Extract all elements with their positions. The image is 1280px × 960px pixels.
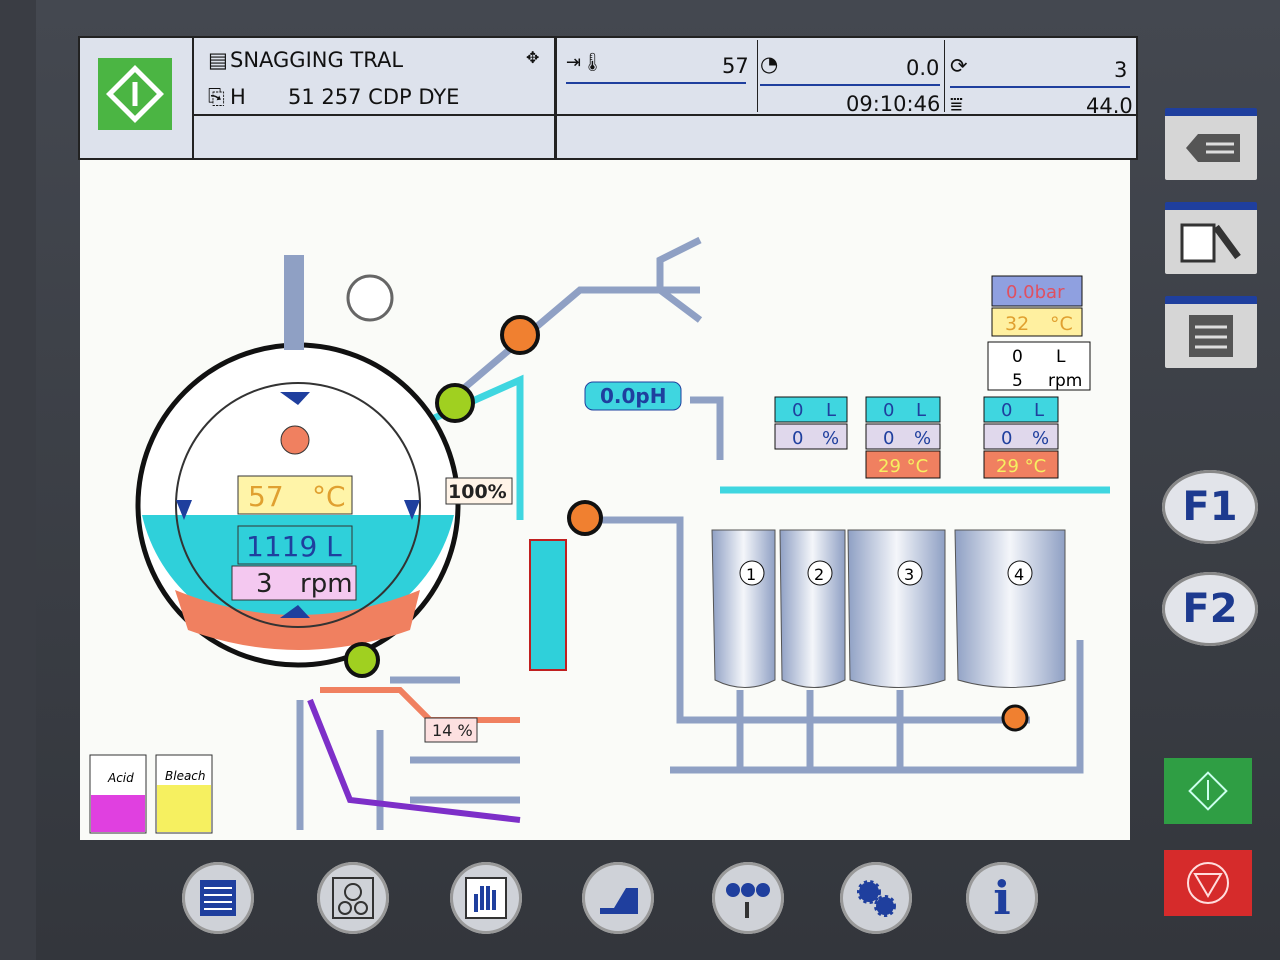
vessel-volume: 1119 L [246, 530, 342, 563]
thermometer-icon: ⇥🌡 [566, 52, 604, 73]
svg-text:4: 4 [1014, 565, 1024, 584]
pressure-gauge-icon [346, 274, 394, 322]
batch-icon: ⎘ [208, 85, 225, 109]
menu-button[interactable] [182, 862, 254, 934]
machine-icon [332, 877, 374, 919]
f1-button[interactable]: F1 [1162, 470, 1258, 544]
right-temp-unit: °C [1050, 313, 1073, 335]
tag-button[interactable] [1165, 108, 1257, 180]
level-value: 44.0 [1086, 94, 1133, 118]
tank-3-info: 0 L 0% 29 °C [865, 396, 941, 479]
f2-button[interactable]: F2 [1162, 572, 1258, 646]
level-icon: ⩸ [950, 92, 963, 116]
curve-icon [600, 888, 638, 914]
tag-icon [1186, 134, 1240, 162]
start-icon [1188, 771, 1228, 811]
pressure-value: 0.0bar [1006, 282, 1065, 303]
temperature-value: 57 [722, 54, 749, 78]
tank-2[interactable]: 2 [779, 529, 846, 688]
right-speed: 5 [1012, 371, 1023, 391]
program-name: SNAGGING TRAL [230, 48, 404, 72]
info-icon: i [993, 871, 1011, 925]
svg-text:%: % [822, 428, 839, 449]
clock-value: 09:10:46 [846, 92, 941, 116]
svg-text:0: 0 [1001, 428, 1012, 449]
right-volume-unit: L [1056, 347, 1066, 367]
tank-1[interactable]: 1 [711, 529, 776, 688]
svg-text:0: 0 [792, 400, 803, 421]
batch-prefix: H [230, 85, 246, 109]
right-speed-unit: rpm [1048, 371, 1082, 391]
list-icon [200, 880, 236, 916]
stop-button[interactable] [1164, 850, 1252, 916]
acid-label: Acid [107, 771, 134, 785]
tank-4-info: 0 L 0% 29 °C [983, 396, 1059, 479]
vessel-temperature: 57 [248, 480, 284, 513]
start-button[interactable] [1164, 758, 1252, 824]
tank-1-info: 0 L 0% [774, 396, 848, 450]
vessel-speed: 3 [256, 569, 273, 599]
gears-icon [857, 880, 896, 917]
tank-3[interactable]: 3 [847, 529, 946, 688]
bleach-label: Bleach [165, 769, 206, 783]
svg-text:2: 2 [814, 565, 824, 584]
ph-value: 0.0pH [600, 384, 666, 408]
program-icon: ▤ [208, 48, 228, 72]
machine-view-button[interactable] [317, 862, 389, 934]
list-button[interactable] [1165, 296, 1257, 368]
pump-percent: 100% [448, 481, 507, 503]
heat-exchanger [529, 539, 567, 671]
vessel-speed-unit: rpm [300, 569, 353, 599]
process-diagram: 57 °C 1119 L 3 rpm 100% 0.0pH 14 % Acid … [80, 160, 1130, 840]
svg-text:%: % [1032, 428, 1049, 449]
valve-icons[interactable] [344, 315, 1029, 732]
svg-text:L: L [1034, 400, 1044, 421]
info-button[interactable]: i [966, 862, 1038, 934]
svg-text:0: 0 [1001, 400, 1012, 421]
cycle-icon: ⟳ [950, 54, 968, 78]
tank-4[interactable]: 4 [954, 529, 1066, 688]
timer-icon: ◔ [760, 52, 779, 76]
svg-text:0: 0 [792, 428, 803, 449]
right-temperature: 32 [1005, 313, 1029, 335]
settings-button[interactable] [840, 862, 912, 934]
document-icon [1189, 315, 1233, 357]
cycle-count: 3 [1114, 58, 1128, 82]
timer-value: 0.0 [906, 56, 940, 80]
svg-text:L: L [916, 400, 926, 421]
svg-text:L: L [826, 400, 836, 421]
vessel-temp-unit: °C [312, 480, 346, 513]
svg-text:0: 0 [883, 400, 894, 421]
select-button[interactable] [712, 862, 784, 934]
svg-text:1: 1 [746, 565, 756, 584]
touch-dots-icon [726, 883, 770, 918]
edit-tools-icon [1180, 223, 1241, 263]
edit-settings-button[interactable] [1165, 202, 1257, 274]
stop-icon [1187, 862, 1229, 904]
manual-mode-button[interactable] [450, 862, 522, 934]
move-icon[interactable]: ✥ [526, 48, 540, 67]
hand-icon [465, 877, 507, 919]
svg-text:29 °C: 29 °C [996, 456, 1046, 477]
main-vessel[interactable] [135, 255, 461, 668]
status-header: ▤ SNAGGING TRAL ✥ ⎘ H 51 257 CDP DYE ⇥🌡 … [78, 36, 1138, 160]
svg-text:29 °C: 29 °C [878, 456, 928, 477]
start-logo-icon [98, 58, 172, 130]
svg-text:0: 0 [883, 428, 894, 449]
batch-info: 51 257 CDP DYE [288, 85, 460, 109]
svg-text:3: 3 [904, 565, 914, 584]
right-volume: 0 [1012, 347, 1023, 367]
dosing-percent: 14 % [432, 721, 473, 740]
svg-text:%: % [914, 428, 931, 449]
graph-button[interactable] [582, 862, 654, 934]
